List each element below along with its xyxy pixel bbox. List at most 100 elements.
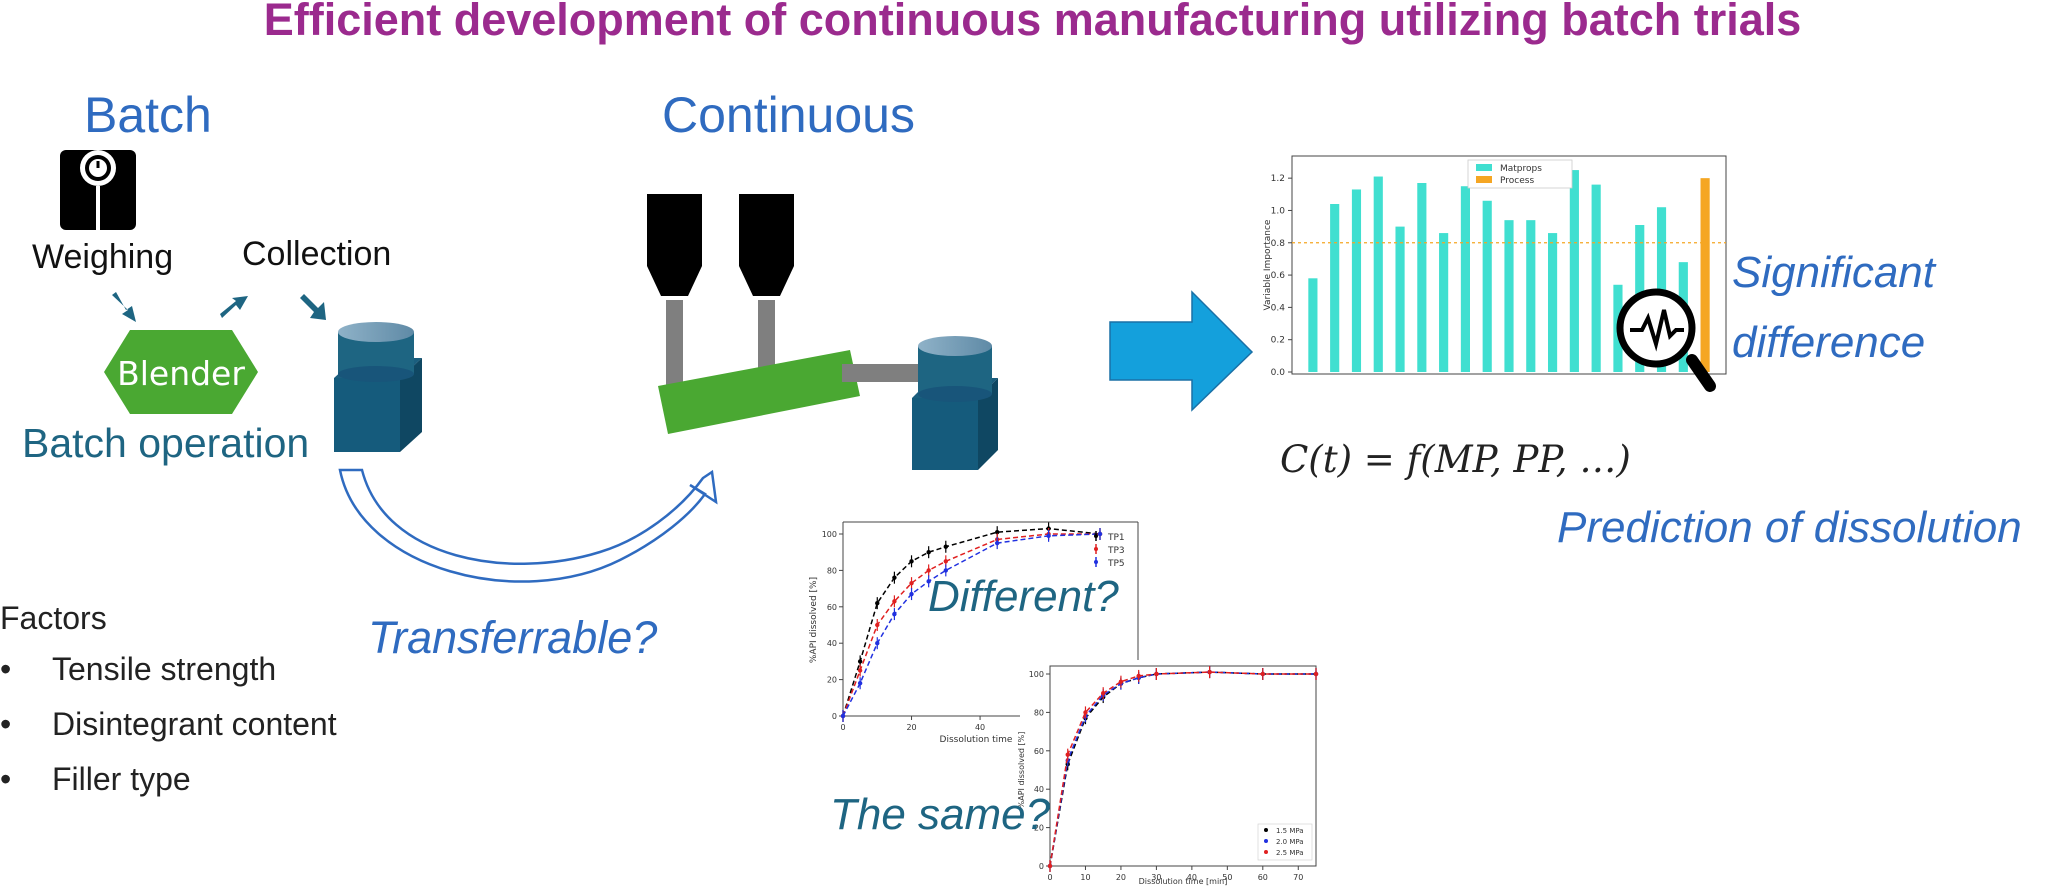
data-point: [1207, 669, 1212, 675]
bar-matprops: [1482, 200, 1492, 372]
factors-list: Tensile strength Disintegrant content Fi…: [0, 651, 337, 798]
bar-matprops: [1569, 170, 1579, 372]
ytick-label: 0: [832, 712, 837, 721]
blender-shape: [104, 330, 258, 414]
ytick-label: 60: [1034, 747, 1044, 756]
big-right-arrow: [1109, 290, 1254, 412]
ytick-label: 20: [827, 676, 837, 685]
data-point: [943, 559, 948, 564]
series-line: [842, 533, 1100, 717]
xtick-label: 60: [1258, 873, 1268, 882]
factors-block: Factors Tensile strength Disintegrant co…: [0, 600, 337, 816]
ytick-label: 0: [1039, 862, 1044, 871]
bar-matprops: [1460, 186, 1470, 372]
legend-tp3: TP3: [1107, 546, 1125, 556]
data-point: [909, 591, 914, 597]
hopper-icon: [647, 194, 794, 296]
chart2-legend: 1.5 MPa 2.0 MPa 2.5 MPa: [1257, 823, 1313, 861]
data-point: [995, 529, 1000, 535]
bar-ytick-label: 0.0: [1271, 368, 1286, 378]
data-point: [909, 559, 914, 564]
data-point: [926, 579, 931, 584]
xtick-label: 0: [1047, 873, 1052, 882]
blender-label: Blender: [117, 354, 245, 393]
data-point: [926, 568, 931, 573]
series-line: [842, 527, 1101, 717]
bar-matprops: [1373, 176, 1383, 372]
data-point: [857, 668, 863, 673]
same-label: The same?: [830, 790, 1051, 839]
batch-heading: Batch: [84, 87, 212, 143]
bar-matprops: [1351, 189, 1362, 372]
legend-matprops: Matprops: [1500, 164, 1542, 174]
legend-2-0mpa: 2.0 MPa: [1276, 838, 1304, 846]
chart1-ylabel: %API dissolved [%]: [809, 577, 819, 663]
data-point: [1260, 671, 1266, 677]
data-point: [892, 599, 897, 604]
bar-chart-legend: Matprops Process: [1467, 159, 1573, 189]
bar-matprops: [1504, 220, 1514, 372]
container-icon: [334, 322, 422, 452]
bar-matprops: [1591, 184, 1601, 372]
xtick-label: 0: [840, 723, 845, 732]
data-point: [840, 713, 846, 719]
prediction-label: Prediction of dissolution: [1557, 503, 2022, 552]
ytick-label: 100: [1029, 670, 1044, 679]
bar-ytick-label: 0.4: [1271, 303, 1286, 313]
bar-matprops: [1330, 204, 1340, 372]
data-point: [1136, 673, 1141, 679]
ytick-label: 60: [827, 603, 837, 612]
ytick-label: 100: [822, 530, 837, 539]
xtick-label: 50: [1222, 873, 1232, 882]
series-line: [842, 533, 1101, 717]
legend-tp1: TP1: [1107, 533, 1125, 543]
page-title: Efficient development of continuous manu…: [263, 0, 1802, 45]
xtick-label: 20: [1116, 873, 1126, 882]
flow-arrows: [112, 292, 326, 322]
continuous-heading: Continuous: [662, 87, 915, 143]
scale-icon: [60, 150, 136, 230]
data-point: [1118, 679, 1124, 684]
data-point: [909, 580, 914, 586]
xtick-label: 70: [1293, 873, 1303, 882]
data-point: [892, 575, 897, 580]
transfer-arrow: [338, 468, 718, 583]
data-point: [943, 568, 948, 573]
bar-chart-ylabel: Variable Importance: [1263, 219, 1273, 310]
ytick-label: 40: [1034, 785, 1044, 794]
ytick-label: 20: [1034, 824, 1044, 833]
data-point: [1154, 671, 1159, 677]
bar-ytick-label: 0.8: [1271, 239, 1286, 249]
factor-item: Filler type: [0, 761, 337, 798]
data-point: [875, 622, 880, 628]
bar-ytick-label: 0.6: [1271, 271, 1286, 281]
significant-label-1: Significant: [1732, 248, 1936, 297]
ytick-label: 80: [827, 566, 837, 575]
data-point: [875, 641, 880, 646]
data-point: [1101, 691, 1106, 696]
chart1-legend: TP1 TP3 TP5: [1094, 531, 1125, 569]
data-point: [892, 611, 897, 617]
weighing-label: Weighing: [32, 238, 174, 276]
data-point: [857, 659, 863, 664]
factor-item: Disintegrant content: [0, 706, 337, 743]
collection-label: Collection: [242, 235, 392, 273]
data-point: [1097, 531, 1103, 537]
chart2-xlabel: Dissolution time [min]: [1139, 877, 1228, 886]
bar-ytick-label: 0.2: [1271, 336, 1285, 346]
bar-matprops: [1417, 183, 1427, 372]
container-icon: [912, 336, 998, 470]
factors-heading: Factors: [0, 600, 107, 636]
different-label: Different?: [928, 572, 1119, 621]
transferrable-label: Transferrable?: [368, 612, 658, 663]
data-point: [1065, 752, 1070, 757]
legend-1-5mpa: 1.5 MPa: [1276, 827, 1304, 835]
xtick-label: 20: [906, 723, 916, 732]
legend-2-5mpa: 2.5 MPa: [1276, 849, 1304, 857]
bar-ytick-label: 1.0: [1271, 206, 1286, 216]
chart2-ylabel: %API dissolved [%]: [1017, 732, 1026, 809]
bar-matprops: [1439, 233, 1449, 372]
legend-tp5: TP5: [1107, 559, 1125, 569]
